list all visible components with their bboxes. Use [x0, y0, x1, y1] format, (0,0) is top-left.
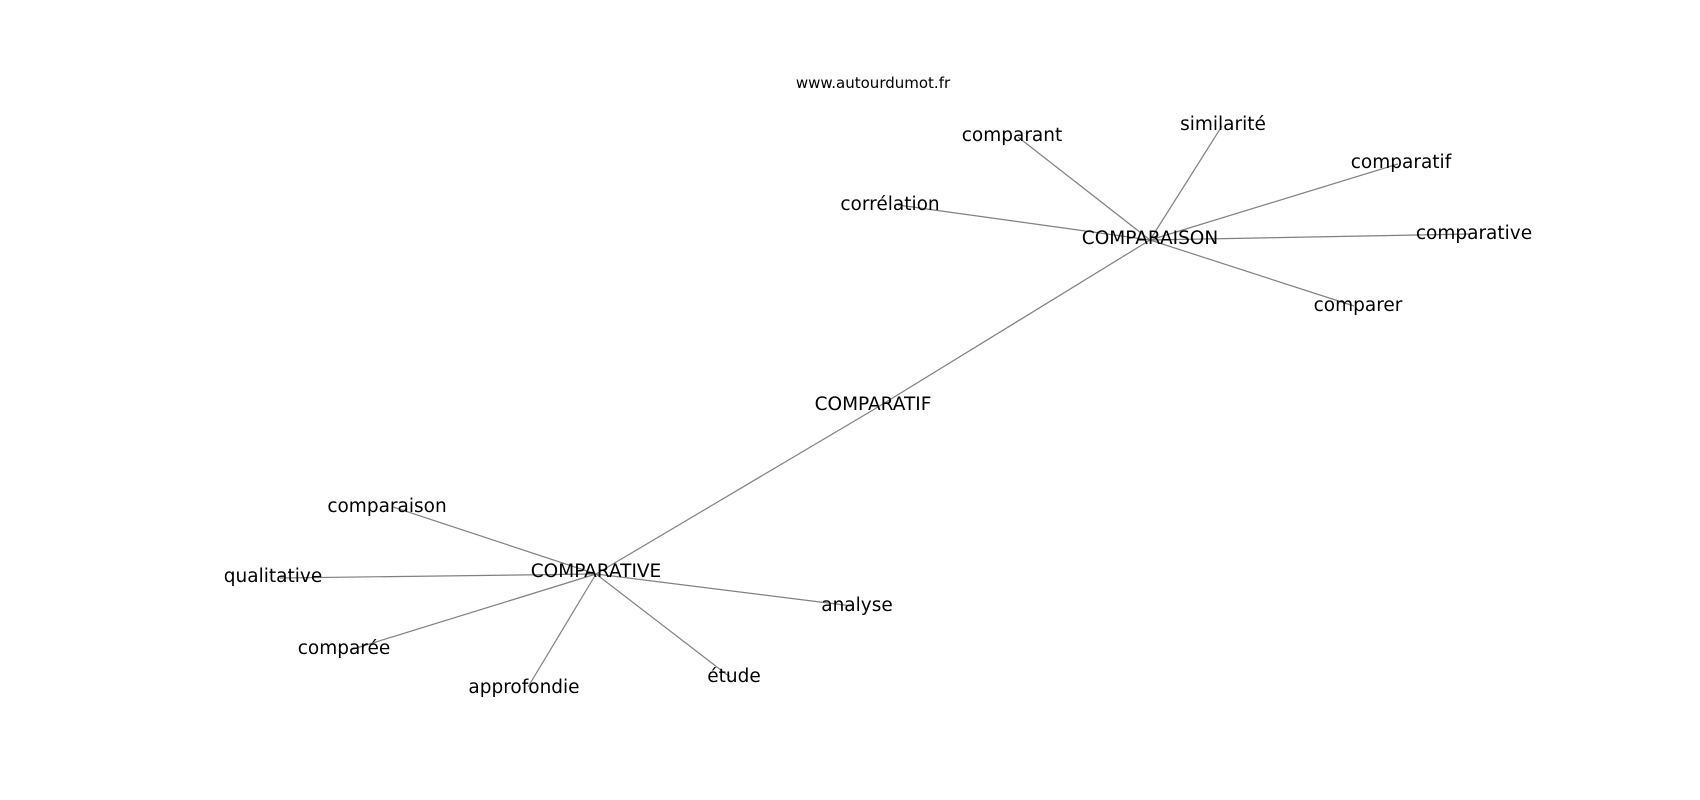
hub-node-label[interactable]: COMPARAISON — [1082, 228, 1218, 249]
edge-hub-to-leaf — [349, 573, 597, 651]
center-node-label[interactable]: COMPARATIF — [815, 394, 932, 415]
leaf-node-label[interactable]: comparaison — [327, 496, 446, 517]
hub-node-label[interactable]: COMPARATIVE — [531, 561, 662, 582]
leaf-node-label[interactable]: corrélation — [840, 194, 939, 215]
leaf-node-label[interactable]: similarité — [1180, 114, 1266, 135]
edge-hub-to-leaf — [595, 573, 853, 607]
edge-hub-to-leaf — [527, 573, 597, 688]
edge-hub-to-leaf — [279, 573, 597, 579]
leaf-node-label[interactable]: comparatif — [1351, 152, 1452, 173]
watermark: www.autourdumot.fr — [796, 74, 951, 92]
edge-hub-to-leaf — [1149, 239, 1355, 307]
edges — [279, 125, 1471, 688]
leaf-node-label[interactable]: étude — [707, 666, 761, 687]
edge-hub-to-leaf — [1017, 136, 1151, 241]
leaf-node-label[interactable]: comparer — [1314, 295, 1403, 316]
leaf-node-label[interactable]: comparant — [962, 125, 1063, 146]
edge-hub-to-leaf — [595, 573, 731, 678]
edge-center-to-hub — [872, 239, 1151, 411]
leaf-node-label[interactable]: analyse — [821, 595, 893, 616]
leaf-node-label[interactable]: comparée — [298, 638, 391, 659]
leaf-node-label[interactable]: approfondie — [468, 677, 579, 698]
leaf-node-label[interactable]: comparative — [1416, 223, 1532, 244]
edge-hub-to-leaf — [1149, 125, 1223, 241]
edge-hub-to-leaf — [1149, 163, 1399, 241]
leaf-node-label[interactable]: qualitative — [224, 566, 322, 587]
edge-hub-to-leaf — [897, 204, 1151, 241]
node-labels: COMPARATIF COMPARAISON corrélation comparan… — [224, 114, 1532, 698]
edge-hub-to-leaf — [1149, 233, 1471, 241]
edge-hub-to-leaf — [392, 506, 597, 575]
edge-center-to-hub — [595, 409, 874, 575]
